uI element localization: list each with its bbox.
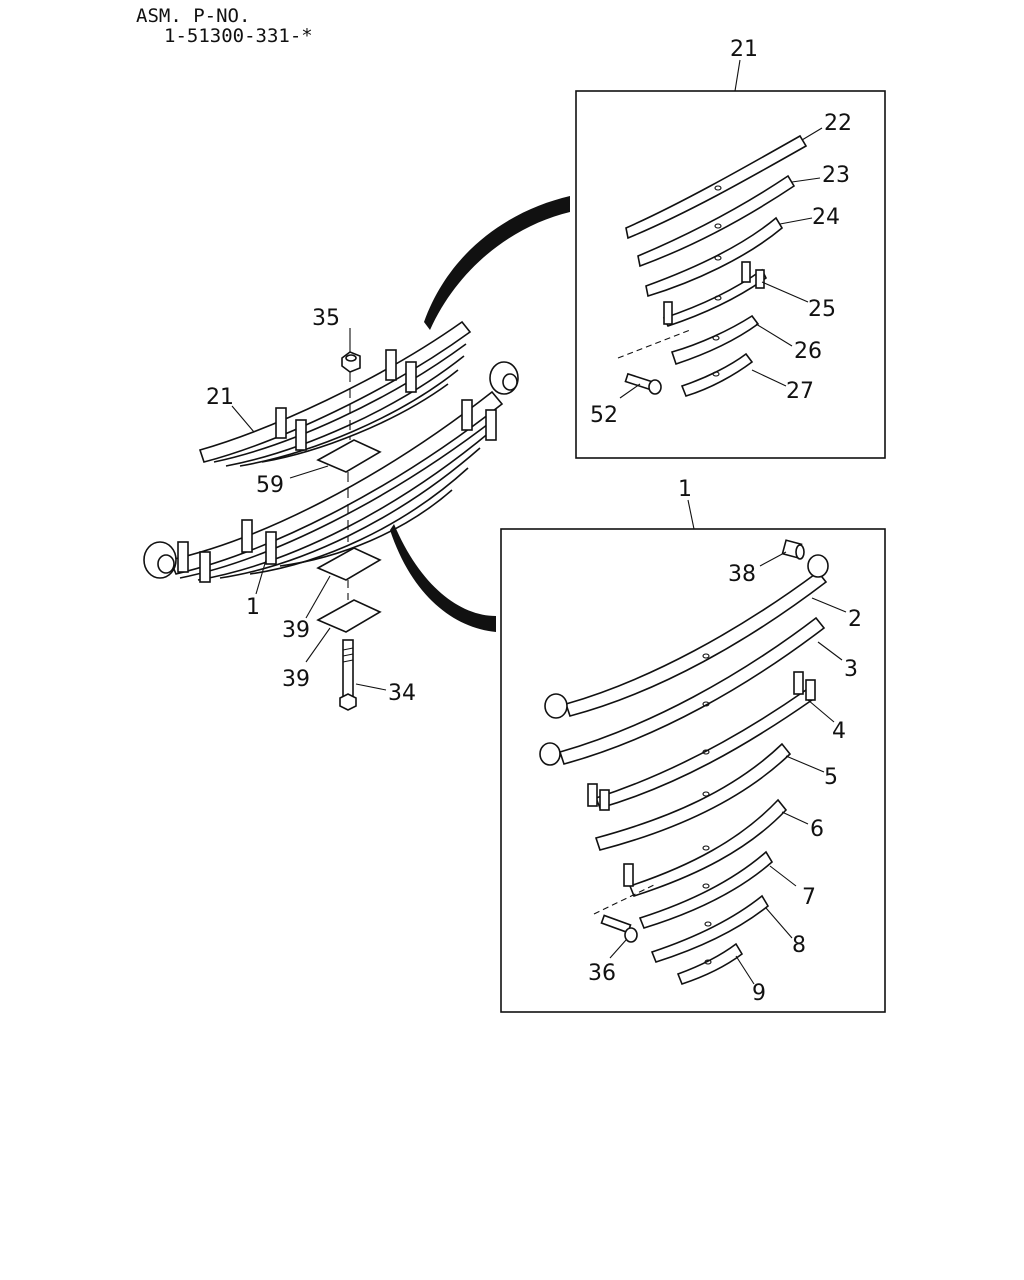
detail-box-helper-spring: 21 xyxy=(575,37,886,459)
spacer-plate-59[interactable] xyxy=(316,439,382,473)
leaf-5[interactable] xyxy=(594,742,792,851)
callout-6: 6 xyxy=(810,817,824,842)
leaf-27[interactable] xyxy=(680,352,754,397)
main-leaf-2[interactable] xyxy=(544,554,829,719)
callout-22: 22 xyxy=(824,111,852,136)
detail-box-main-spring: 1 xyxy=(500,477,886,1013)
callout-35: 35 xyxy=(312,306,340,331)
leaf-24[interactable] xyxy=(645,216,784,298)
leaf-7[interactable] xyxy=(638,850,774,929)
spacer-plate-39-upper[interactable] xyxy=(316,547,382,581)
helper-spring-assembly-21[interactable] xyxy=(198,320,472,467)
leaf-4-with-clips[interactable] xyxy=(587,671,816,811)
helper-spring-detail-connector xyxy=(424,196,570,330)
callout-2: 2 xyxy=(848,607,862,632)
callout-36: 36 xyxy=(588,961,616,986)
callout-26: 26 xyxy=(794,339,822,364)
bolt-36[interactable] xyxy=(593,883,657,943)
leaf-9[interactable] xyxy=(676,942,744,985)
callout-39-upper: 39 xyxy=(282,618,310,643)
callout-9: 9 xyxy=(752,981,766,1006)
callout-4: 4 xyxy=(832,719,846,744)
callout-7: 7 xyxy=(802,885,816,910)
callout-1-box: 1 xyxy=(678,477,692,502)
callout-52: 52 xyxy=(590,403,618,428)
leaf-22[interactable] xyxy=(625,134,808,240)
callout-39-lower: 39 xyxy=(282,667,310,692)
leaf-25-with-clips[interactable] xyxy=(662,261,768,327)
nut-35[interactable] xyxy=(341,351,361,373)
callout-25: 25 xyxy=(808,297,836,322)
callout-27: 27 xyxy=(786,379,814,404)
callout-21-box: 21 xyxy=(730,37,758,62)
leaf-26[interactable] xyxy=(670,314,760,366)
main-spring-detail-connector xyxy=(390,524,496,632)
callout-8: 8 xyxy=(792,933,806,958)
callout-5: 5 xyxy=(824,765,838,790)
callout-24: 24 xyxy=(812,205,840,230)
callout-59: 59 xyxy=(256,473,284,498)
leaf-8[interactable] xyxy=(650,894,770,963)
callout-34: 34 xyxy=(388,681,416,706)
leaf-23[interactable] xyxy=(637,174,796,268)
spacer-plate-39-lower[interactable] xyxy=(316,599,382,633)
center-bolt-34[interactable] xyxy=(339,639,357,711)
callout-21: 21 xyxy=(206,385,234,410)
assembly-part-number-heading: ASM. P-NO. xyxy=(136,5,250,27)
main-spring-assembly-1[interactable] xyxy=(143,361,519,583)
bolt-52[interactable] xyxy=(617,329,691,395)
callout-23: 23 xyxy=(822,163,850,188)
callout-1: 1 xyxy=(246,595,260,620)
bushing-38[interactable] xyxy=(781,539,805,560)
leaf-6-with-clips[interactable] xyxy=(623,798,788,897)
callout-3: 3 xyxy=(844,657,858,682)
callout-38: 38 xyxy=(728,562,756,587)
leaf-3[interactable] xyxy=(539,616,826,766)
assembly-part-number: 1-51300-331-* xyxy=(164,25,313,47)
